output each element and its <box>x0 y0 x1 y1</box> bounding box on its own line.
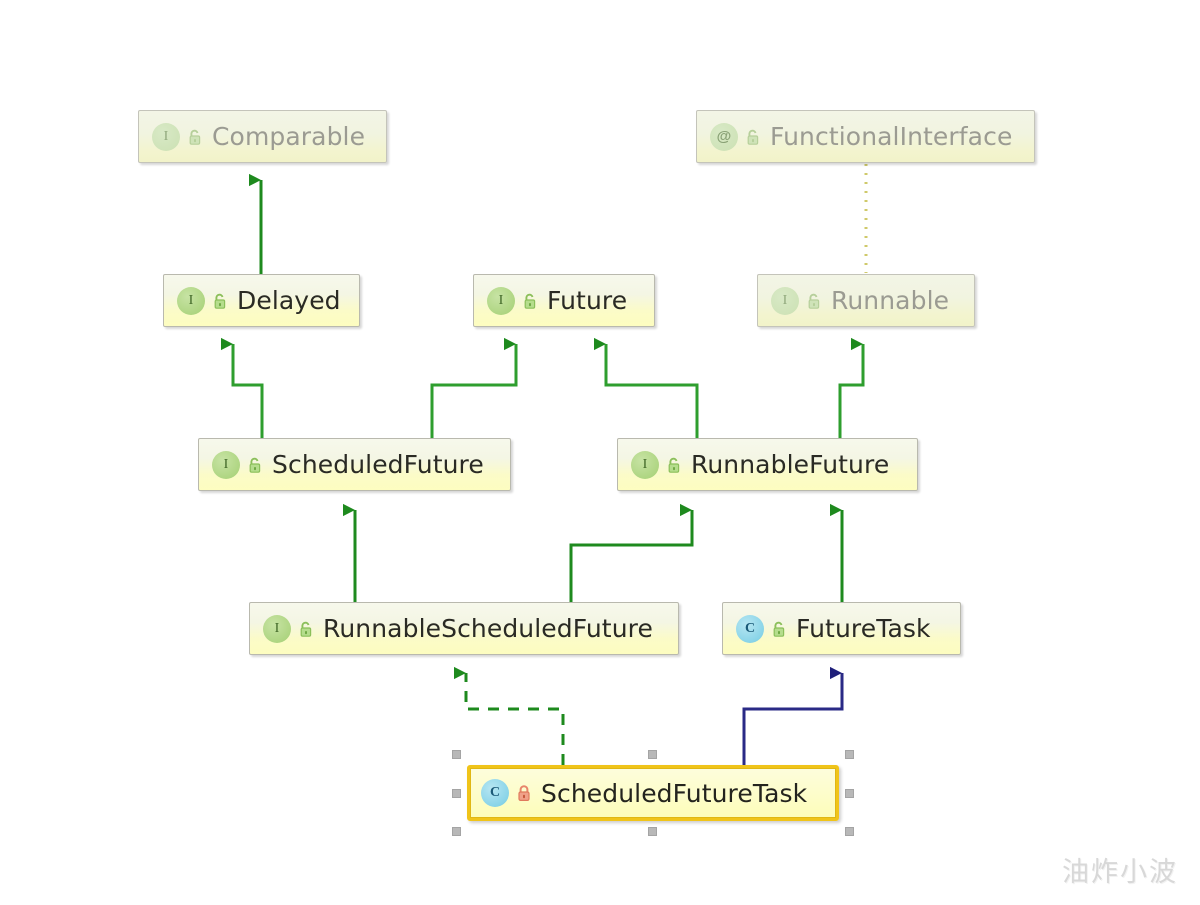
lock-open-icon <box>771 620 787 638</box>
interface-stereotype-icon: I <box>152 122 180 151</box>
lock-open-icon <box>212 292 228 310</box>
edge-runnablefuture-to-runnable <box>838 344 865 438</box>
lock-open-icon <box>187 128 203 146</box>
node-comparable[interactable]: I Comparable <box>138 110 387 163</box>
lock-closed-icon <box>516 784 532 802</box>
node-label: Comparable <box>212 122 366 151</box>
selection-handle-bottom-center[interactable] <box>648 827 657 836</box>
interface-stereotype-icon: I <box>487 286 515 315</box>
lock-open-icon <box>745 128 761 146</box>
node-label: Future <box>547 286 628 315</box>
node-scheduledfuturetask[interactable]: C ScheduledFutureTask <box>467 765 839 821</box>
edge-scheduledfuturetask-to-futuretask <box>742 673 844 765</box>
annotation-stereotype-icon: @ <box>710 122 738 151</box>
selection-handle-bottom-right[interactable] <box>845 827 854 836</box>
node-runnable[interactable]: I Runnable <box>757 274 975 327</box>
selection-handle-bottom-left[interactable] <box>452 827 461 836</box>
node-label: Delayed <box>237 286 341 315</box>
node-functionalinterface[interactable]: @ FunctionalInterface <box>696 110 1035 163</box>
node-label: ScheduledFutureTask <box>541 778 808 808</box>
node-delayed[interactable]: I Delayed <box>163 274 360 327</box>
interface-stereotype-icon: I <box>631 450 659 479</box>
interface-stereotype-icon: I <box>212 450 240 479</box>
node-runnablescheduledfuture[interactable]: I RunnableScheduledFuture <box>249 602 679 655</box>
class-stereotype-icon: C <box>481 779 509 807</box>
edge-scheduledfuture-to-future <box>430 344 518 438</box>
edge-runnablefuture-to-future <box>606 344 699 438</box>
lock-open-icon <box>298 620 314 638</box>
node-label: Runnable <box>831 286 950 315</box>
selection-handle-top-center[interactable] <box>648 750 657 759</box>
node-future[interactable]: I Future <box>473 274 655 327</box>
node-scheduledfuture[interactable]: I ScheduledFuture <box>198 438 511 491</box>
interface-stereotype-icon: I <box>263 614 291 643</box>
selection-handle-top-left[interactable] <box>452 750 461 759</box>
node-label: RunnableFuture <box>691 450 890 479</box>
node-label: FunctionalInterface <box>770 122 1013 151</box>
edge-scheduledfuturetask-to-runnablescheduledfuture <box>466 673 565 765</box>
selection-handle-top-right[interactable] <box>845 750 854 759</box>
node-label: ScheduledFuture <box>272 450 484 479</box>
lock-open-icon <box>666 456 682 474</box>
edge-scheduledfuture-to-delayed <box>233 344 264 438</box>
interface-stereotype-icon: I <box>177 286 205 315</box>
watermark: 油炸小波 <box>1062 857 1178 888</box>
edge-runnablescheduledfuture-to-runnablefuture <box>569 510 694 602</box>
lock-open-icon <box>522 292 538 310</box>
selection-handle-middle-right[interactable] <box>845 789 854 798</box>
selection-handle-middle-left[interactable] <box>452 789 461 798</box>
node-label: RunnableScheduledFuture <box>323 614 653 643</box>
lock-open-icon <box>247 456 263 474</box>
node-runnablefuture[interactable]: I RunnableFuture <box>617 438 918 491</box>
lock-open-icon <box>806 292 822 310</box>
class-stereotype-icon: C <box>736 614 764 643</box>
node-label: FutureTask <box>796 614 931 643</box>
interface-stereotype-icon: I <box>771 286 799 315</box>
node-futuretask[interactable]: C FutureTask <box>722 602 961 655</box>
